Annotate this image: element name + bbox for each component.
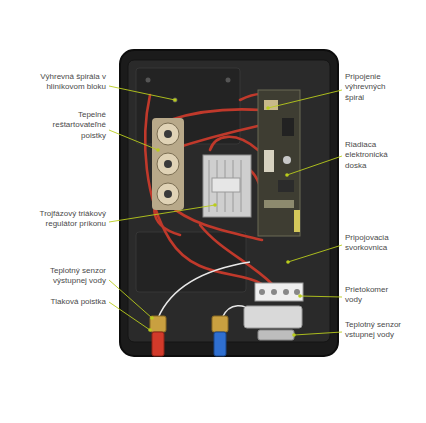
screw xyxy=(173,98,178,103)
part-label: Výhrevná špirála v hliníkovom bloku xyxy=(34,72,106,93)
inlet-sensor xyxy=(258,330,294,340)
part-label: Tepelné reštartovateľné poistky xyxy=(42,110,106,141)
leader-lines xyxy=(109,86,342,335)
leader-dots xyxy=(148,98,302,337)
control-board xyxy=(258,90,300,236)
part-label: Teplotný senzor vstupnej vody xyxy=(345,320,413,341)
terminal-block xyxy=(255,283,303,301)
outlet-pipe xyxy=(150,316,166,356)
triac-heatsink xyxy=(203,155,251,217)
screw xyxy=(226,78,231,83)
part-label: Tlaková poistka xyxy=(16,297,106,307)
flow-meter xyxy=(244,306,302,328)
screw xyxy=(146,78,151,83)
wires xyxy=(145,94,272,284)
part-label: Pripojenie výhrevných špirál xyxy=(345,72,393,103)
part-label: Trojfázový triákový regulátor príkonu xyxy=(24,209,106,230)
housing xyxy=(120,50,338,356)
part-label: Pripojovacia svorkovnica xyxy=(345,233,401,254)
heater-block xyxy=(136,68,240,144)
part-label: Riadiaca elektronická doska xyxy=(345,140,399,171)
inner-panel xyxy=(128,60,330,342)
thermal-fuses xyxy=(152,118,184,210)
inlet-pipe xyxy=(212,316,228,356)
part-label: Teplotný senzor výstupnej vody xyxy=(38,266,106,287)
part-label: Prietokomer vody xyxy=(345,285,397,306)
sensor-cables xyxy=(158,262,250,318)
